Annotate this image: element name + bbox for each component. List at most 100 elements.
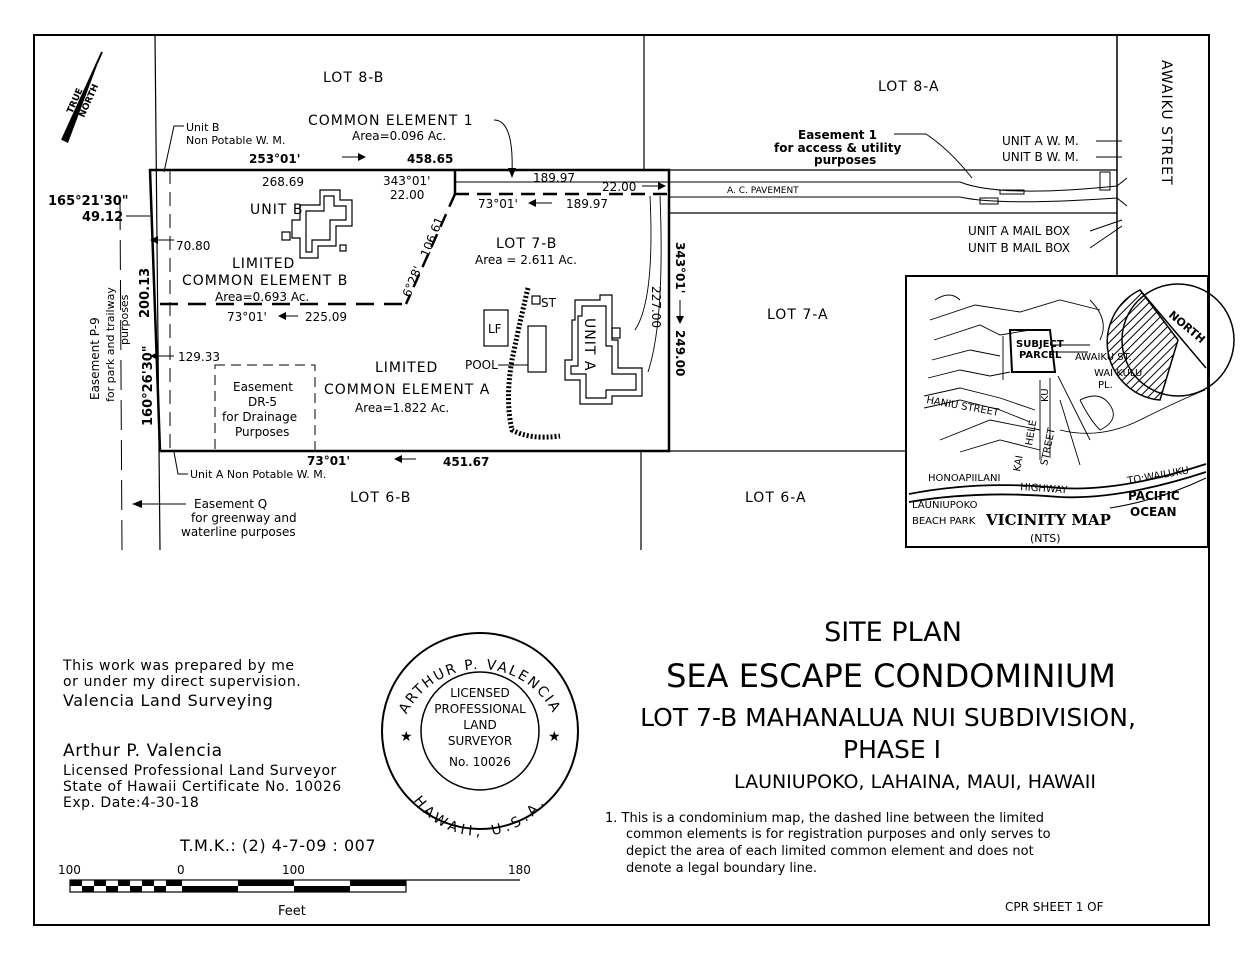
scale-tick-100-left: 100 (58, 863, 81, 877)
pool-label: POOL (465, 358, 498, 372)
seal-outer-ring (381, 632, 579, 830)
dim-200: 200.13 (138, 268, 153, 318)
vicinity-pacific-1: PACIFIC (1128, 489, 1180, 503)
vicinity-shoreline (1109, 477, 1207, 509)
seal-line-1: LICENSED (450, 686, 510, 700)
seal-line-2: PROFESSIONAL (434, 702, 526, 716)
scale-bar-blocks (70, 880, 406, 892)
lot-6b-label: LOT 6-B (350, 490, 411, 506)
scale-tick-100: 100 (282, 863, 305, 877)
seal-star-right: ★ (548, 729, 561, 745)
vicinity-highway-bottom (908, 471, 1207, 503)
vicinity-north-arrow-hatch (1106, 289, 1179, 401)
note-line-4: denote a legal boundary line. (626, 861, 817, 876)
vicinity-highway: HIGHWAY (1020, 482, 1069, 496)
vicinity-title: VICINITY MAP (985, 511, 1111, 529)
street-label: AWAIKU STREET (1158, 60, 1174, 186)
vicinity-map-streets (923, 294, 1206, 466)
vicinity-launiupoko: LAUNIUPOKO (912, 500, 978, 511)
dim-451: 451.67 (443, 455, 489, 469)
unit-b-building (281, 189, 353, 259)
easement-dr5-label-4: Purposes (235, 425, 289, 439)
lce-b-area: Area=0.693 Ac. (215, 290, 309, 304)
seal-bottom-text: HAWAII, U.S.A. (410, 793, 550, 840)
dim-129-arrowhead (150, 352, 158, 360)
dim-70: 70.80 (176, 239, 210, 253)
scale-bar: 100 0 100 180 Feet (58, 863, 531, 919)
dim-343b: 343°01' (673, 242, 687, 293)
title-site-plan: SITE PLAN (824, 617, 962, 648)
surveyor-cert: State of Hawaii Certificate No. 10026 (63, 779, 342, 795)
dim-343b-arrowhead (676, 316, 684, 324)
unit-a-npwm-label: Unit A Non Potable W. M. (190, 468, 326, 481)
unit-b-wm-leader (163, 125, 184, 173)
tmk-label: T.M.K.: (2) 4-7-09 : 007 (179, 836, 376, 855)
dim-160: 160°26'30" (141, 345, 156, 426)
seal-line-3: LAND (463, 718, 496, 732)
dim-253-arrowhead (358, 153, 366, 161)
dim-628: 6°28' (400, 264, 425, 299)
lot-7b-label: LOT 7-B (496, 236, 557, 252)
unit-b-wm-label: UNIT B W. M. (1002, 150, 1079, 164)
easement-1-leader (894, 133, 973, 179)
title-location: LAUNIUPOKO, LAHAINA, MAUI, HAWAII (734, 771, 1096, 793)
vicinity-highway-top (908, 463, 1207, 495)
dim-189a: 189.97 (533, 171, 575, 185)
dim-22a: 22.00 (390, 188, 424, 202)
easement-p9-label-3: purposes (118, 294, 131, 345)
unit-b-mailbox-leader (1089, 225, 1123, 249)
dim-73c-arrowhead (394, 455, 402, 463)
vicinity-nts: (NTS) (1030, 532, 1061, 545)
ac-pavement-label: A. C. PAVEMENT (727, 186, 799, 196)
dim-49: 49.12 (82, 210, 123, 225)
unit-b-wm-label-2: Non Potable W. M. (186, 134, 285, 147)
lot-8b-label: LOT 8-B (323, 70, 384, 86)
note-line-3: depict the area of each limited common e… (626, 844, 1034, 859)
easement-dr5-label-1: Easement (233, 380, 293, 394)
scale-tick-0: 0 (177, 863, 185, 877)
vicinity-north-arrow-circle (1121, 283, 1235, 397)
easement-q-label-1: Easement Q (194, 497, 267, 511)
title-lot-line2: PHASE I (843, 735, 941, 764)
vicinity-subject-2: PARCEL (1019, 350, 1062, 361)
dim-22b: 22.00 (602, 180, 636, 194)
lot-7a-label: LOT 7-A (767, 307, 829, 323)
easement-q-label-2: for greenway and (191, 511, 297, 525)
vicinity-street: STREET (1039, 426, 1058, 466)
dim-73c: 73°01' (307, 454, 350, 468)
dim-343a: 343°01' (383, 174, 430, 188)
easement-p9-line (119, 199, 123, 551)
seal-star-left: ★ (400, 729, 413, 745)
common-element-1-label: COMMON ELEMENT 1 (308, 113, 474, 129)
pool-structure (527, 325, 547, 373)
dim-129: 129.33 (178, 350, 220, 364)
lce-a-label-2: COMMON ELEMENT A (324, 382, 490, 398)
vicinity-hele: HELE (1024, 419, 1039, 446)
easement-1-label-2: for access & utility (774, 141, 901, 155)
unit-a-label: UNIT A (581, 318, 597, 371)
note-line-2: common elements is for registration purp… (626, 827, 1051, 842)
dim-70-arrowhead (150, 236, 158, 244)
surveyor-block: This work was prepared by me or under my… (62, 658, 342, 811)
driveway (455, 171, 1128, 373)
surveyor-company: Valencia Land Surveying (63, 691, 273, 710)
rock-wall (506, 287, 561, 440)
dim-458: 458.65 (407, 152, 453, 166)
north-arrow: TRUE NORTH (61, 51, 103, 143)
surveyor-exp: Exp. Date:4-30-18 (63, 795, 199, 811)
vicinity-to-wailuku: TO:WAILUKU (1126, 465, 1190, 487)
dim-268: 268.69 (262, 175, 304, 189)
easement-dr5-box (214, 364, 316, 452)
easement-p9-label-2: for park and trailway (104, 287, 117, 402)
dim-225: 225.09 (305, 310, 347, 324)
easement-dr5-label-3: for Drainage (222, 410, 297, 424)
surveyor-title: Licensed Professional Land Surveyor (63, 763, 337, 779)
lot-8a-label: LOT 8-A (878, 79, 940, 95)
cpr-sheet-label: CPR SHEET 1 OF (1005, 900, 1104, 914)
dim-73a-arrowhead (528, 199, 536, 207)
vicinity-awaiku: AWAIKU ST. (1075, 352, 1132, 363)
unit-a-mailbox-leader (1089, 219, 1123, 232)
seal-line-4: SURVEYOR (448, 734, 512, 748)
dim-165: 165°21'30" (48, 194, 129, 209)
lce-a-area: Area=1.822 Ac. (355, 401, 449, 415)
